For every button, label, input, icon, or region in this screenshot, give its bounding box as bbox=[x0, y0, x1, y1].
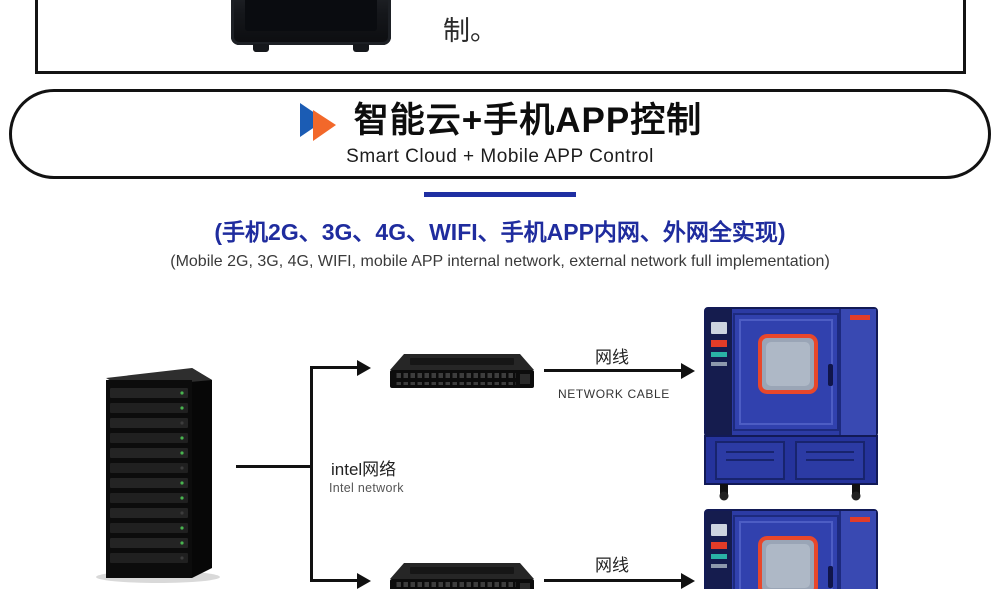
banner-title: 智能云+手机APP控制 bbox=[353, 101, 703, 141]
previous-section-box: 制。 bbox=[35, 0, 966, 74]
server-rack-image bbox=[92, 366, 224, 589]
connector-rack-to-branch bbox=[236, 465, 312, 468]
touch-panel-image bbox=[231, 0, 391, 52]
network-switch-image bbox=[388, 553, 536, 589]
test-chamber-image bbox=[700, 306, 882, 507]
feature-heading-zh: (手机2G、3G、4G、WIFI、手机APP内网、外网全实现) bbox=[214, 219, 786, 245]
banner-title-row: 智能云+手机APP控制 bbox=[298, 101, 702, 143]
intranet-label-zh: intel网络 bbox=[331, 460, 397, 479]
arrowhead-bottom-branch bbox=[357, 573, 371, 589]
intranet-label-en: Intel network bbox=[329, 481, 404, 495]
section-banner: 智能云+手机APP控制 Smart Cloud + Mobile APP Con… bbox=[9, 89, 991, 179]
arrowhead-cable-bottom bbox=[681, 573, 695, 589]
double-play-arrow-icon bbox=[298, 101, 344, 143]
touch-panel-foot bbox=[253, 44, 269, 52]
banner-subtitle: Smart Cloud + Mobile APP Control bbox=[346, 145, 654, 167]
top-cable-label-en: NETWORK CABLE bbox=[558, 387, 670, 401]
connector-branch-top bbox=[310, 366, 358, 369]
touch-panel-foot bbox=[353, 44, 369, 52]
test-chamber-image bbox=[700, 508, 882, 589]
cable-line-bottom bbox=[544, 579, 682, 582]
bottom-cable-label-zh: 网线 bbox=[595, 556, 629, 575]
connector-branch-vertical bbox=[310, 366, 313, 582]
feature-heading-en: (Mobile 2G, 3G, 4G, WIFI, mobile APP int… bbox=[170, 253, 830, 270]
touch-panel-screen bbox=[245, 0, 377, 31]
top-cable-label-zh: 网线 bbox=[595, 348, 629, 367]
title-underline bbox=[424, 192, 576, 197]
connector-branch-bottom bbox=[310, 579, 358, 582]
network-switch-image bbox=[388, 344, 536, 399]
arrowhead-top-branch bbox=[357, 360, 371, 376]
arrowhead-cable-top bbox=[681, 363, 695, 379]
cable-line-top bbox=[544, 369, 682, 372]
previous-section-text: 制。 bbox=[443, 16, 497, 46]
